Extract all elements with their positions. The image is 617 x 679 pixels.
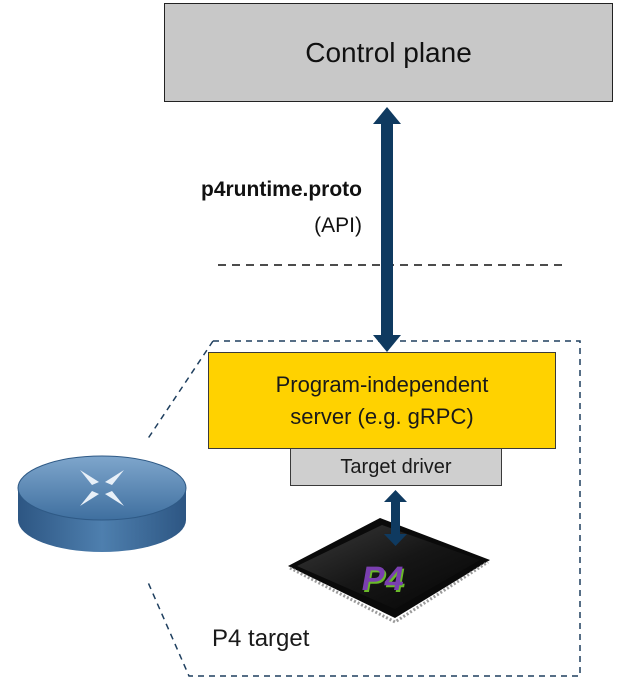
target-driver-label: Target driver bbox=[340, 455, 452, 478]
api-note-label: (API) bbox=[314, 214, 362, 237]
server-label-line2: server (e.g. gRPC) bbox=[290, 403, 474, 429]
target-boundary bbox=[146, 340, 581, 677]
control-plane-box: Control plane bbox=[164, 3, 613, 102]
p4-logo: P4 bbox=[358, 560, 408, 598]
control-plane-label: Control plane bbox=[305, 36, 472, 68]
target-boundary-link bbox=[146, 340, 214, 441]
api-double-arrow-icon bbox=[373, 107, 401, 352]
p4-target-label: P4 target bbox=[212, 625, 310, 652]
server-label-line1: Program-independent bbox=[275, 371, 489, 397]
target-driver-box: Target driver bbox=[290, 448, 502, 486]
api-proto-label: p4runtime.proto bbox=[201, 178, 362, 201]
router-icon bbox=[17, 455, 187, 552]
server-box: Program-independent server (e.g. gRPC) bbox=[208, 352, 556, 449]
chip-icon bbox=[288, 518, 490, 624]
driver-double-arrow-icon bbox=[384, 490, 407, 546]
